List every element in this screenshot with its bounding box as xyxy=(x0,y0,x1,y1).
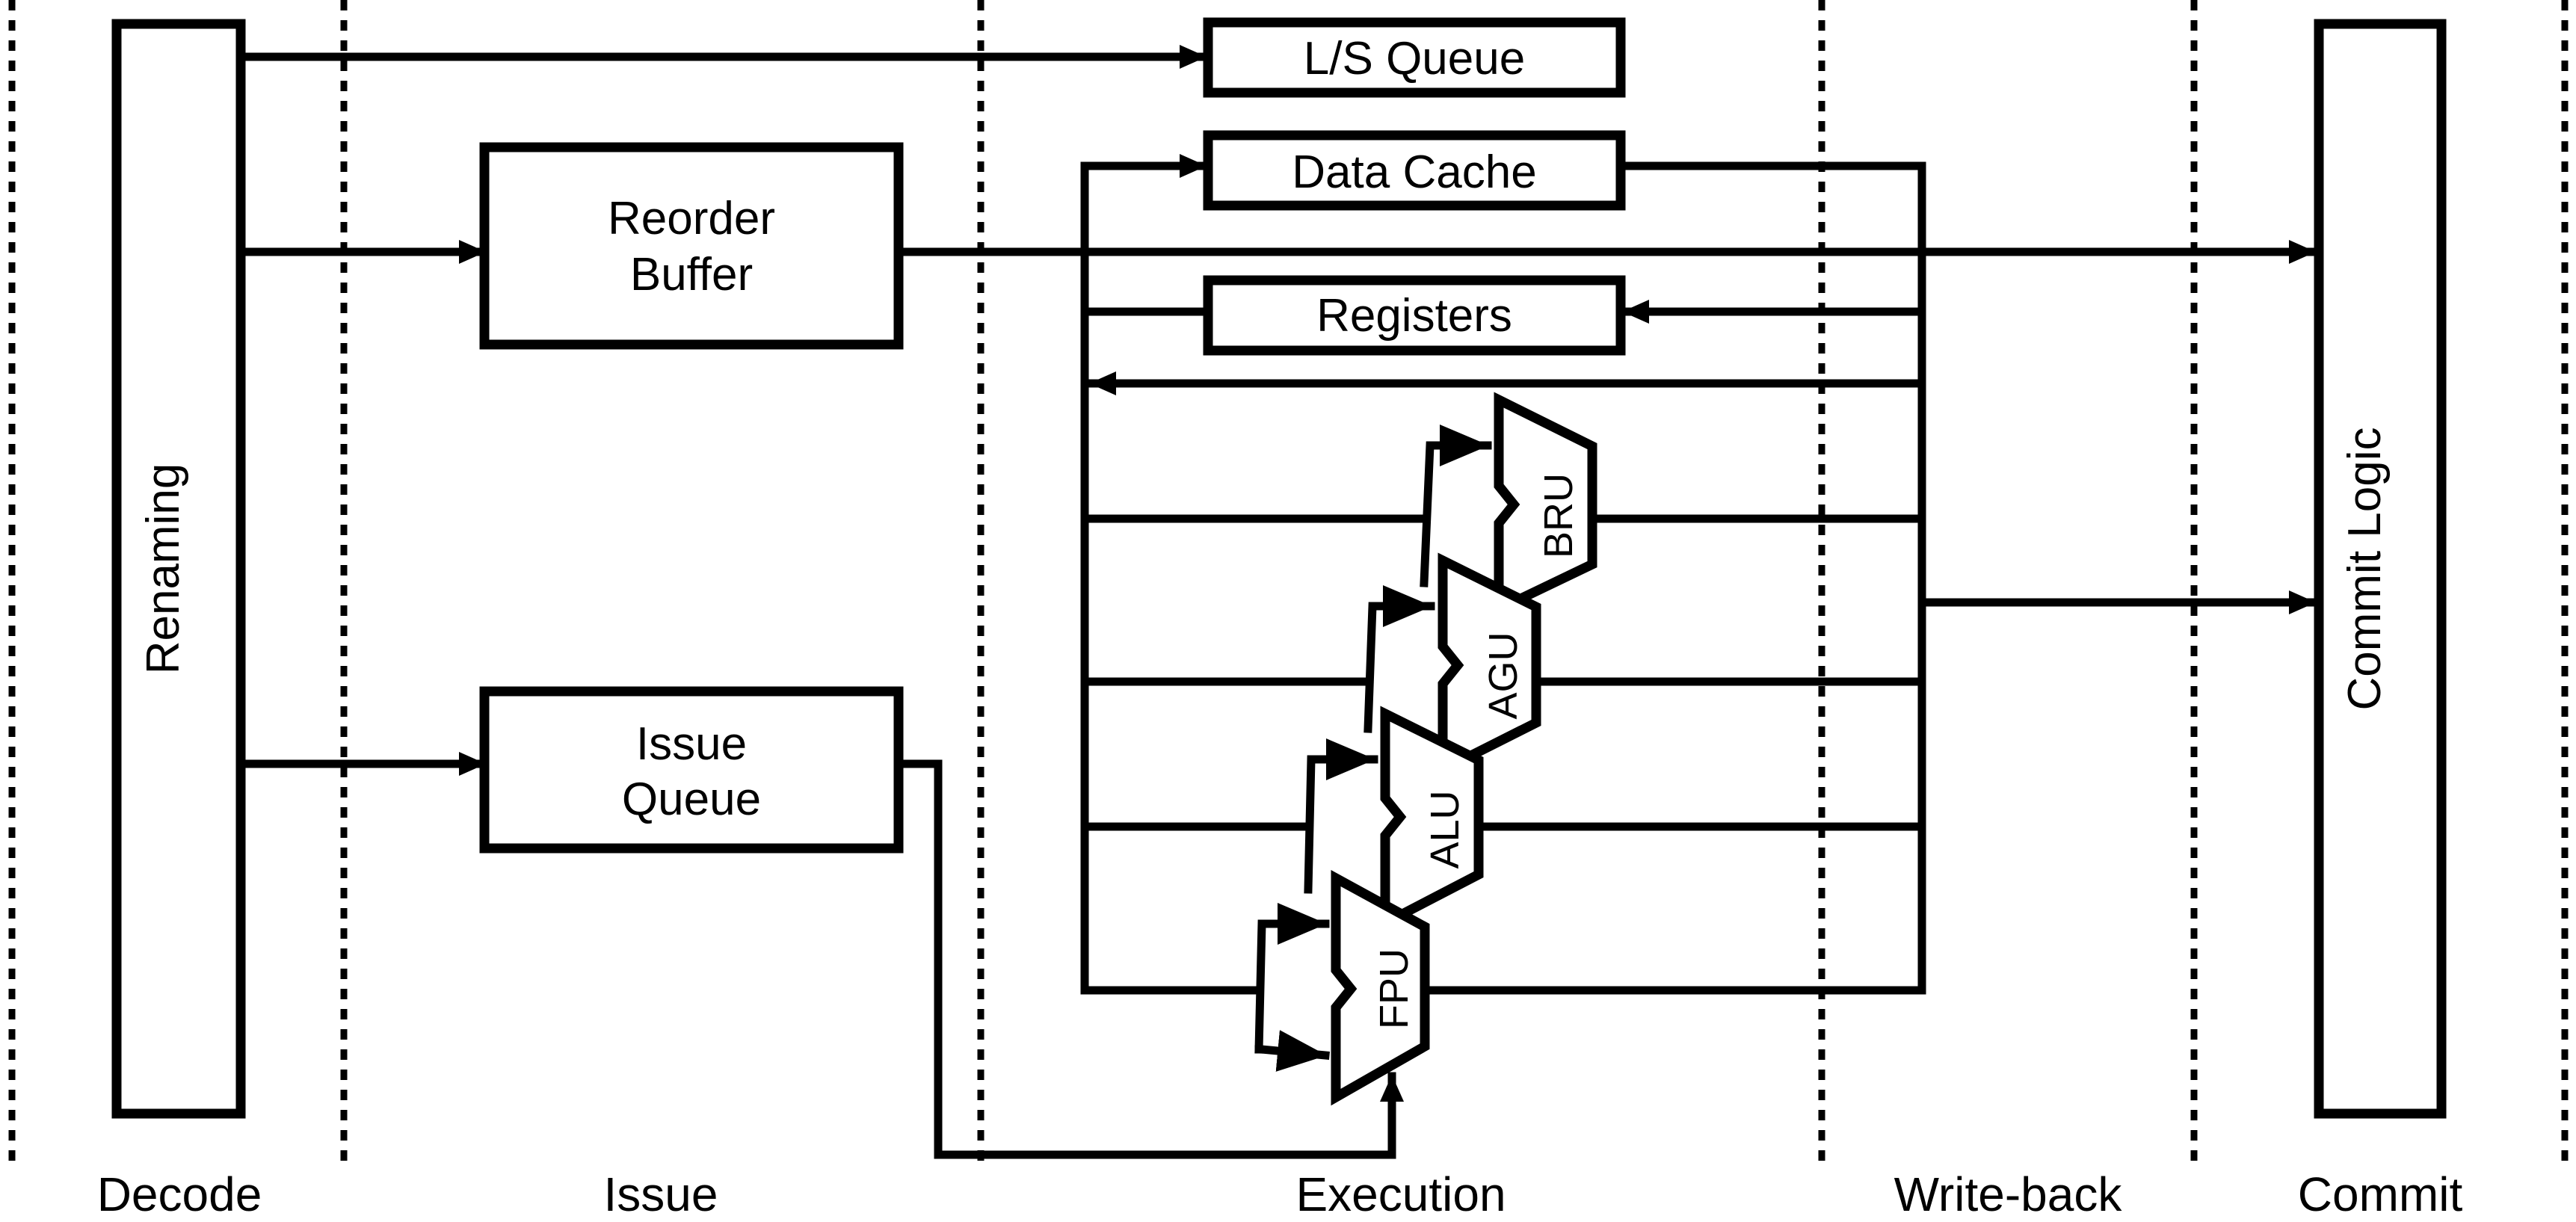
reorder-buffer-label-line1: Reorder xyxy=(608,193,775,244)
ls-queue-block xyxy=(1203,17,1626,98)
stage-label-execution: Execution xyxy=(1295,1167,1506,1221)
stage-label-issue: Issue xyxy=(604,1167,718,1221)
alu-label: ALU xyxy=(1423,790,1467,868)
stage-label-write-back: Write-back xyxy=(1894,1167,2123,1221)
stage-label-commit: Commit xyxy=(2298,1167,2463,1221)
ls-queue-label: L/S Queue xyxy=(1304,33,1525,84)
renaming-label: Renaming xyxy=(138,463,189,675)
issue-queue-label-line1: Issue xyxy=(636,718,747,770)
bru-unit: BRU xyxy=(1494,392,1597,617)
renaming-block xyxy=(111,19,246,1119)
bru-label: BRU xyxy=(1536,473,1581,558)
stage-dividers xyxy=(8,0,2569,1166)
issue-queue-label-line2: Queue xyxy=(622,774,761,825)
data-cache-block xyxy=(1203,130,1626,211)
fpu-label: FPU xyxy=(1372,948,1417,1029)
reorder-buffer-label-line2: Buffer xyxy=(630,249,753,300)
stage-label-decode: Decode xyxy=(97,1167,262,1221)
datapath-wires xyxy=(236,45,2319,1159)
registers-label: Registers xyxy=(1316,290,1512,342)
issue-queue-block xyxy=(479,686,904,854)
reorder-buffer-block xyxy=(479,142,904,350)
agu-label: AGU xyxy=(1481,632,1526,719)
data-cache-label: Data Cache xyxy=(1292,146,1536,198)
commit-logic-label: Commit Logic xyxy=(2339,428,2391,711)
agu-unit: AGU xyxy=(1438,552,1541,778)
registers-block xyxy=(1203,275,1626,356)
alu-unit: ALU xyxy=(1380,706,1484,931)
commit-logic-block xyxy=(2314,19,2447,1119)
fpu-unit: FPU xyxy=(1331,870,1430,1106)
